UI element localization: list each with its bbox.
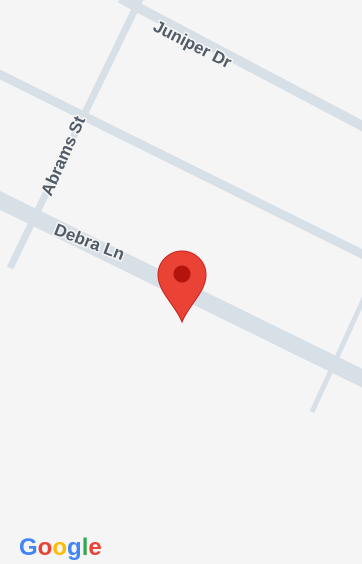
google-logo-letter: G bbox=[19, 534, 38, 561]
road-juniper-dr bbox=[117, 0, 362, 132]
google-logo-letter: g bbox=[67, 534, 82, 561]
google-logo[interactable]: Google bbox=[19, 534, 102, 561]
map-pin-dot bbox=[173, 265, 191, 283]
google-logo-letter: o bbox=[52, 534, 67, 561]
google-logo-letter: l bbox=[82, 534, 89, 561]
road-upper-diagonal bbox=[0, 69, 362, 260]
map-pin-icon[interactable] bbox=[157, 250, 207, 324]
google-logo-text: Google bbox=[19, 534, 102, 561]
road-right-edge bbox=[309, 296, 362, 414]
map-pin-body bbox=[157, 250, 207, 324]
google-logo-letter: e bbox=[88, 534, 101, 561]
google-logo-letter: o bbox=[38, 534, 53, 561]
